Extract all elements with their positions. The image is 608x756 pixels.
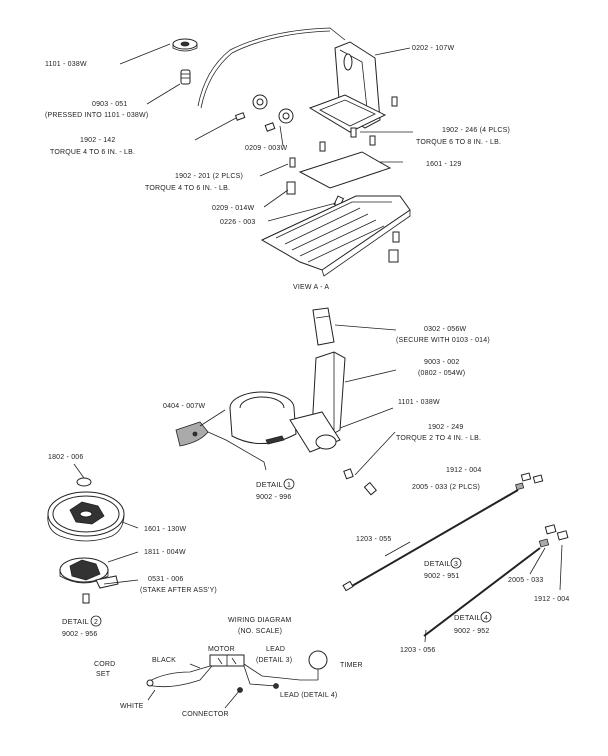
- top-leaders: [119, 43, 413, 222]
- label-2005-033-a: 2005 - 033 (2 PLCS): [412, 484, 480, 491]
- wiring-motor: MOTOR: [208, 646, 235, 653]
- label-1902-249: 1902 - 249: [428, 424, 463, 431]
- label-0209-014w: 0209 - 014W: [212, 205, 254, 212]
- terminal-a: [520, 472, 532, 482]
- label-0209-003w: 0209 - 003W: [245, 145, 287, 152]
- detail-4-assembly: [423, 524, 569, 637]
- label-1601-129: 1601 - 129: [426, 161, 461, 168]
- plate-part: [298, 151, 392, 189]
- detail-2-number: 2: [94, 619, 98, 626]
- wiring-subtitle: (NO. SCALE): [238, 628, 282, 635]
- label-1101-038w-mid: 1101 - 038W: [398, 399, 440, 406]
- terminal-b: [544, 524, 557, 535]
- tray-part: [260, 195, 411, 271]
- view-title: VIEW A - A: [293, 284, 329, 291]
- wiring-lead-4: LEAD (DETAIL 4): [280, 692, 337, 699]
- detail-4-marker: [480, 611, 492, 623]
- cord-plug: [146, 679, 154, 687]
- wiring-cord-1: CORD: [94, 661, 115, 668]
- detail-4-number: 4: [484, 615, 488, 622]
- wiring-timer: TIMER: [340, 662, 363, 669]
- detail-1-label: DETAIL: [256, 480, 283, 489]
- label-0903-note: (PRESSED INTO 1101 - 038W): [45, 112, 148, 119]
- top-assembly: [172, 27, 411, 277]
- knob-part: [312, 307, 335, 346]
- wiring-connector: CONNECTOR: [182, 711, 229, 718]
- label-1101-038w-top: 1101 - 038W: [45, 61, 87, 68]
- label-0226-003: 0226 - 003: [220, 219, 255, 226]
- label-0531-006: 0531 - 006: [148, 576, 183, 583]
- detail-1-assembly: [175, 307, 377, 496]
- label-1902-201-torque: TORQUE 4 TO 6 IN. - LB.: [145, 185, 230, 192]
- label-9003-note: (0802 - 054W): [418, 370, 465, 377]
- label-0404-007w: 0404 - 007W: [163, 403, 205, 410]
- detail-1-number: 1: [287, 482, 291, 489]
- detail-2-marker: [90, 615, 102, 627]
- lead-wire-3: [351, 489, 519, 587]
- label-2005-033-b: 2005 - 033: [508, 577, 543, 584]
- detail-1-code: 9002 - 996: [256, 494, 291, 501]
- detail-2-leaders: [103, 521, 139, 585]
- label-1203-056: 1203 - 056: [400, 647, 435, 654]
- timer-symbol: [308, 650, 328, 670]
- detail-1-leaders: [199, 324, 397, 476]
- label-1902-142-torque: TORQUE 4 TO 6 IN. - LB.: [50, 149, 135, 156]
- label-1811-004w: 1811 - 004W: [144, 549, 186, 556]
- lead-wire-4: [423, 547, 541, 637]
- label-1902-246-torque: TORQUE 6 TO 8 IN. - LB.: [416, 139, 501, 146]
- wiring-black: BLACK: [152, 657, 176, 664]
- clip-part: [175, 421, 209, 447]
- detail-3-code: 9002 - 951: [424, 573, 459, 580]
- label-0531-note: (STAKE AFTER ASS'Y): [140, 587, 217, 594]
- detail-3-assembly: [342, 472, 544, 592]
- label-1802-006: 1802 - 006: [48, 454, 83, 461]
- label-9003-002: 9003 - 002: [424, 359, 459, 366]
- detail-2-code: 9002 - 956: [62, 631, 97, 638]
- wiring-diagram: [146, 650, 328, 709]
- label-1902-249-torque: TORQUE 2 TO 4 IN. - LB.: [396, 435, 481, 442]
- detail-2-label: DETAIL: [62, 617, 89, 626]
- wiring-lead-3: LEAD: [266, 646, 285, 653]
- detail-1-marker: [283, 478, 295, 490]
- wiring-cord-2: SET: [96, 671, 111, 678]
- detail-3-number: 3: [454, 561, 458, 568]
- label-1912-004-b: 1912 - 004: [534, 596, 569, 603]
- label-1902-142: 1902 - 142: [80, 137, 115, 144]
- detail-3-marker: [450, 557, 462, 569]
- label-0202-107w: 0202 - 107W: [412, 45, 454, 52]
- cap-part: [76, 477, 92, 487]
- detail-2-assembly: [47, 463, 125, 604]
- label-1203-055: 1203 - 055: [356, 536, 391, 543]
- label-1902-246: 1902 - 246 (4 PLCS): [442, 127, 510, 134]
- label-1912-004-a: 1912 - 004: [446, 467, 481, 474]
- detail-4-label: DETAIL: [454, 613, 481, 622]
- detail-4-code: 9002 - 952: [454, 628, 489, 635]
- label-0302-note: (SECURE WITH 0103 - 014): [396, 337, 490, 344]
- label-0302-056w: 0302 - 056W: [424, 326, 466, 333]
- label-0903-051: 0903 - 051: [92, 101, 127, 108]
- pin-part: [82, 593, 90, 604]
- wiring-white: WHITE: [120, 703, 144, 710]
- wiring-title: WIRING DIAGRAM: [228, 617, 291, 624]
- detail-3-label: DETAIL: [424, 559, 451, 568]
- gear-hub: [180, 41, 190, 47]
- bushing-part: [180, 69, 191, 85]
- label-1902-201: 1902 - 201 (2 PLCS): [175, 173, 243, 180]
- label-1601-130w: 1601 - 130W: [144, 526, 186, 533]
- wiring-lead-3b: (DETAIL 3): [256, 657, 292, 664]
